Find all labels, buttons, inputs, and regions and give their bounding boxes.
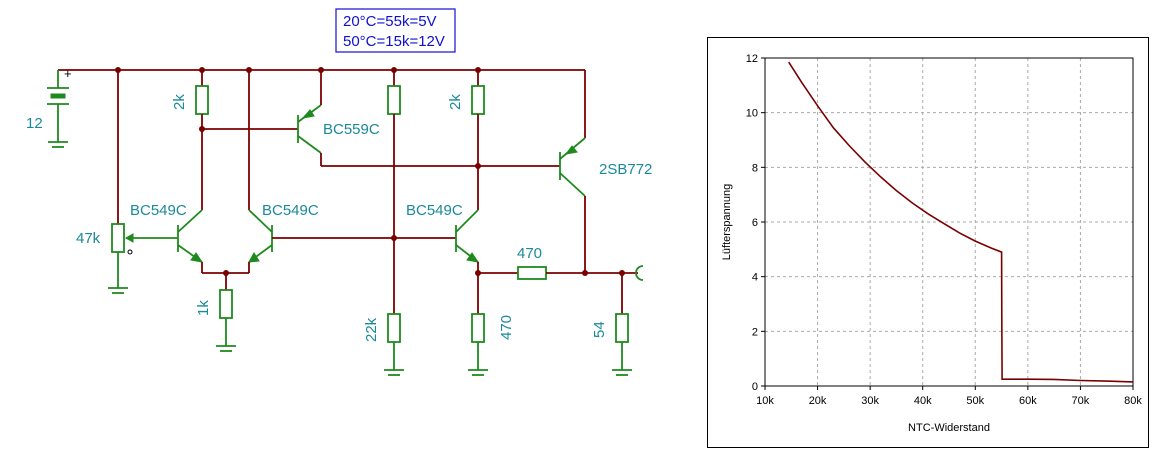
chart-grid xyxy=(765,58,1133,386)
bc549c-2-label: BC549C xyxy=(262,202,319,219)
resistor-2k-left xyxy=(195,85,209,115)
y-tick-label: 4 xyxy=(752,272,758,284)
bc549c-3-label: BC549C xyxy=(406,202,463,219)
x-tick-label: 20k xyxy=(809,395,827,407)
series-line xyxy=(788,61,1134,383)
resistor-470-vertical-label: 470 xyxy=(498,315,515,340)
resistor-470-horizontal-label: 470 xyxy=(517,245,542,262)
battery-plus-label: + xyxy=(64,66,72,81)
pot-47k-label: 47k xyxy=(76,230,101,247)
transistor-bc549c-1 xyxy=(177,209,204,263)
line-chart: 10k 20k 30k 40k 50k 60k 70k 80k 0 2 4 6 8 10 12 NTC-Wi… xyxy=(721,53,1143,434)
y-tick-label: 6 xyxy=(752,217,758,229)
x-tick-label: 30k xyxy=(861,395,879,407)
battery-label: 12 xyxy=(26,115,43,132)
x-tick-label: 70k xyxy=(1072,395,1090,407)
x-tick-label: 40k xyxy=(914,395,932,407)
y-tick-label: 12 xyxy=(746,53,758,65)
x-tick-label: 50k xyxy=(966,395,984,407)
circuit-schematic: 20°C=55k=5V 50°C=15k=12V + 12 47k 2k BC5… xyxy=(26,8,652,376)
bc559c-label: BC559C xyxy=(323,121,380,138)
resistor-22k-label: 22k xyxy=(363,317,380,342)
resistor-divider-top xyxy=(387,85,401,115)
battery-symbol xyxy=(47,70,69,148)
x-tick-label: 10k xyxy=(756,395,774,407)
transistor-bc549c-3 xyxy=(455,209,480,263)
plot-frame: 10k 20k 30k 40k 50k 60k 70k 80k 0 2 4 6 8 10 12 NTC-Wi… xyxy=(707,37,1149,448)
resistor-1k-label: 1k xyxy=(195,300,212,316)
resistor-2k-left-label: 2k xyxy=(171,94,188,110)
annotation-line-2: 50°C=15k=12V xyxy=(343,33,445,50)
annotation-box xyxy=(335,8,456,53)
y-tick-label: 0 xyxy=(752,381,758,393)
resistor-2k-right xyxy=(471,85,485,115)
x-axis-label: NTC-Widerstand xyxy=(908,422,990,434)
resistor-54-label: 54 xyxy=(591,321,608,338)
y-tick-label: 8 xyxy=(752,162,758,174)
x-tick-label: 60k xyxy=(1019,395,1037,407)
output-terminal xyxy=(635,265,644,281)
resistor-470-vertical xyxy=(471,313,485,343)
y-tick-label: 2 xyxy=(752,326,758,338)
bc549c-1-label: BC549C xyxy=(130,202,187,219)
annotation-line-1: 20°C=55k=5V xyxy=(343,13,437,30)
resistor-54 xyxy=(615,313,629,343)
y-axis-label: Lüfterspannung xyxy=(721,184,733,260)
transistor-bc559c xyxy=(297,104,322,154)
junction-dots xyxy=(115,67,625,276)
resistor-22k xyxy=(387,313,401,343)
y-tick-label: 10 xyxy=(746,108,758,120)
transistor-2sb772 xyxy=(559,137,586,197)
chart-ticks: 10k 20k 30k 40k 50k 60k 70k 80k 0 2 4 6 8 10 12 xyxy=(746,53,1143,407)
resistor-2k-right-label: 2k xyxy=(447,94,464,110)
2sb772-label: 2SB772 xyxy=(599,161,652,178)
resistor-1k xyxy=(219,289,233,319)
x-tick-label: 80k xyxy=(1124,395,1142,407)
resistor-470-horizontal xyxy=(517,266,547,280)
pot-47k xyxy=(111,223,125,253)
